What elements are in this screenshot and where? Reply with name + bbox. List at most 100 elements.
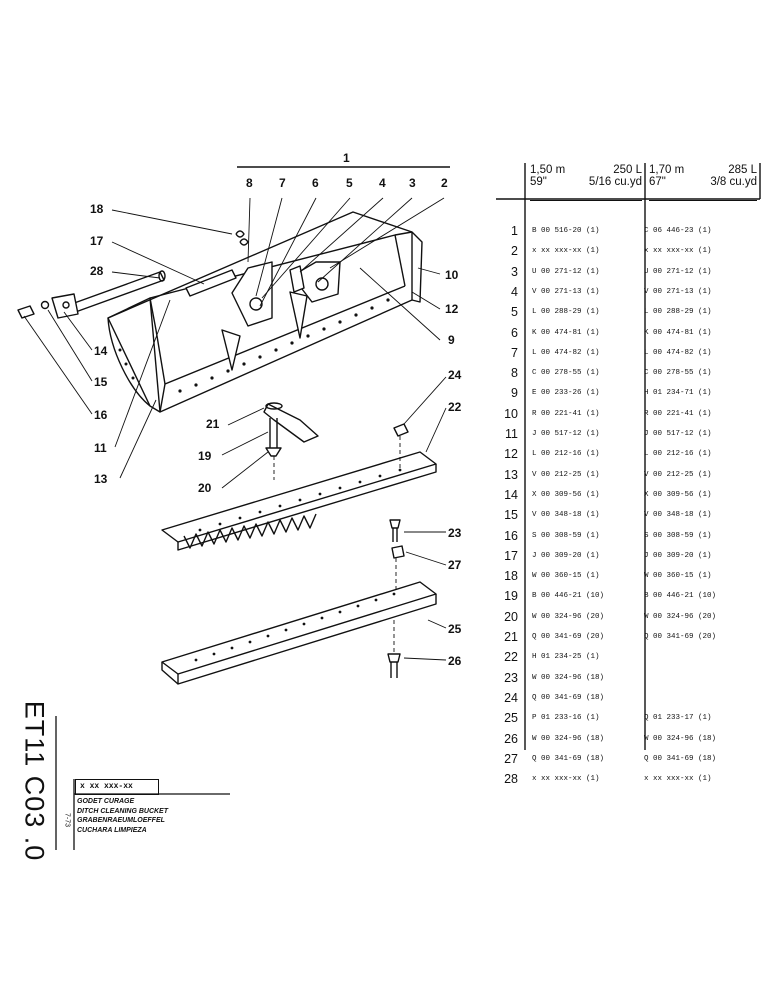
row-partno-col1: C 00 278-55 (1) xyxy=(532,369,600,378)
callout-13: 13 xyxy=(94,472,108,486)
callout-27: 27 xyxy=(448,558,462,572)
callout-10: 10 xyxy=(445,268,459,282)
row-partno-col2: U 00 271-12 (1) xyxy=(644,267,712,276)
row-partno-col1: W 00 360-15 (1) xyxy=(532,572,600,581)
row-partno-col1: J 00 309-20 (1) xyxy=(532,551,600,560)
row-partno-col1: L 00 288-29 (1) xyxy=(532,308,600,317)
row-partno-col2: x xx xxx-xx (1) xyxy=(644,247,712,256)
row-position: 27 xyxy=(504,751,518,766)
callout-9: 9 xyxy=(448,333,455,347)
callout-22: 22 xyxy=(448,400,462,414)
row-partno-col1: K 00 474-81 (1) xyxy=(532,328,600,337)
row-partno-col1: L 00 474-82 (1) xyxy=(532,348,600,357)
row-position: 18 xyxy=(504,569,518,584)
row-position: 17 xyxy=(504,548,518,563)
row-position: 12 xyxy=(504,447,518,462)
table-row: 16 S 00 308-59 (1) S 00 308-59 (1) xyxy=(498,526,760,546)
row-partno-col1: J 00 517-12 (1) xyxy=(532,430,600,438)
row-partno-col1: V 00 348-18 (1) xyxy=(532,511,600,520)
callout-4: 4 xyxy=(379,176,386,190)
row-partno-col1: P 01 233-16 (1) xyxy=(532,714,600,723)
desc-es: CUCHARA LIMPIEZA xyxy=(77,826,147,834)
callout-3: 3 xyxy=(409,176,416,190)
callout-25: 25 xyxy=(448,622,462,636)
row-position: 14 xyxy=(504,487,518,502)
callout-26: 26 xyxy=(448,654,462,668)
row-partno-col2: R 00 221-41 (1) xyxy=(644,409,712,418)
row-position: 13 xyxy=(504,467,518,482)
row-partno-col2: X 00 309-56 (1) xyxy=(644,490,712,499)
row-position: 6 xyxy=(511,325,518,340)
row-partno-col2: L 00 474-82 (1) xyxy=(644,348,712,357)
row-position: 3 xyxy=(511,264,518,279)
row-partno-col1: Q 00 341-69 (20) xyxy=(532,633,605,641)
callout-8: 8 xyxy=(246,176,253,190)
row-position: 19 xyxy=(504,589,518,604)
callout-12: 12 xyxy=(445,302,459,316)
row-position: 16 xyxy=(504,528,518,543)
callout-2: 2 xyxy=(441,176,448,190)
callout-18: 18 xyxy=(90,202,104,216)
col1-width-in: 59" xyxy=(530,176,547,188)
row-partno-col1: X 00 309-56 (1) xyxy=(532,490,600,499)
col2-width-in: 67" xyxy=(649,176,666,188)
row-position: 10 xyxy=(504,406,518,421)
callout-23: 23 xyxy=(448,526,462,540)
callout-5: 5 xyxy=(346,176,353,190)
callout-15: 15 xyxy=(94,375,108,389)
row-partno-col2: W 00 360-15 (1) xyxy=(644,572,712,581)
row-position: 2 xyxy=(511,244,518,259)
table-row: 11 J 00 517-12 (1) J 00 517-12 (1) xyxy=(498,424,760,444)
col1-volume-cuyd: 5/16 cu.yd xyxy=(588,176,642,188)
row-partno-col2: V 00 271-13 (1) xyxy=(644,287,712,296)
table-header-col1: 1,50 m 250 L 59" 5/16 cu.yd xyxy=(530,164,642,201)
row-position: 1 xyxy=(511,224,518,238)
callout-21: 21 xyxy=(206,417,220,431)
row-position: 20 xyxy=(504,609,518,624)
col2-volume: 285 L xyxy=(728,164,757,176)
callout-11: 11 xyxy=(94,441,107,455)
reference-box: x xx xxx-xx xyxy=(75,779,159,795)
row-partno-col1: x xx xxx-xx (1) xyxy=(532,247,600,256)
row-partno-col2: L 00 212-16 (1) xyxy=(644,450,712,459)
col1-width: 1,50 m xyxy=(530,164,566,176)
row-partno-col1: R 00 221-41 (1) xyxy=(532,409,600,418)
row-partno-col2: V 00 348-18 (1) xyxy=(644,511,712,520)
row-partno-col2: S 00 308-59 (1) xyxy=(644,531,712,540)
col1-volume: 250 L xyxy=(613,164,642,176)
col2-width: 1,70 m xyxy=(649,164,685,176)
row-partno-col2: H 01 234-71 (1) xyxy=(644,389,712,398)
callout-6: 6 xyxy=(312,176,319,190)
callout-7: 7 xyxy=(279,176,286,190)
row-position: 8 xyxy=(511,366,518,381)
row-partno-col1: W 00 324-96 (20) xyxy=(532,612,605,621)
row-partno-col1: S 00 308-59 (1) xyxy=(532,531,600,540)
callout-24: 24 xyxy=(448,368,462,382)
row-position: 11 xyxy=(505,427,518,441)
callout-28: 28 xyxy=(90,264,104,278)
callout-16: 16 xyxy=(94,408,108,422)
callout-14: 14 xyxy=(94,344,108,358)
callout-assembly: 1 xyxy=(343,151,350,165)
row-position: 25 xyxy=(504,711,518,726)
row-partno-col2: J 00 517-12 (1) xyxy=(644,430,712,438)
callout-20: 20 xyxy=(198,481,212,495)
table-row: 14 X 00 309-56 (1) X 00 309-56 (1) xyxy=(498,485,760,505)
